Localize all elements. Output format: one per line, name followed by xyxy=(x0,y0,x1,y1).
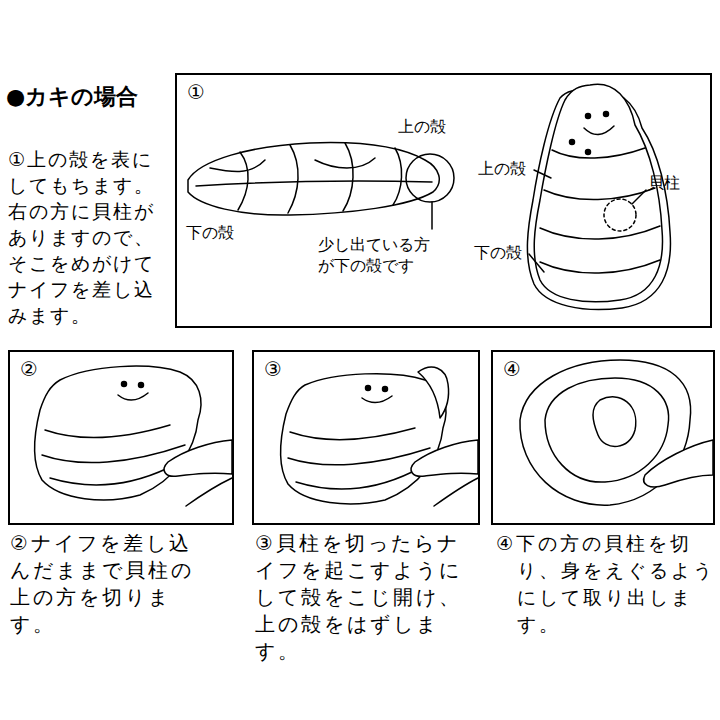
shell-inner xyxy=(545,378,669,482)
shell-ridge xyxy=(288,145,298,213)
oyster-in-hand xyxy=(35,366,232,506)
upper-shell-outline xyxy=(534,84,662,302)
hand xyxy=(644,440,713,487)
oyster-opening xyxy=(281,367,478,506)
shell-ridge xyxy=(343,143,353,211)
face-eye xyxy=(366,386,371,391)
leader-line xyxy=(431,202,433,229)
hand xyxy=(186,478,232,506)
oyster-meat xyxy=(593,397,636,447)
shell-outline xyxy=(188,143,439,215)
instruction-text: ②ナイフを差し込んだままで貝柱の上の方を切ります。 xyxy=(10,530,204,638)
hand xyxy=(411,440,478,476)
face-eye xyxy=(122,382,127,387)
part-label: 上の殻 xyxy=(398,116,446,138)
open-oyster xyxy=(520,360,713,505)
shell-layer xyxy=(42,445,185,463)
highlight-circle xyxy=(406,154,454,202)
face-eye xyxy=(139,383,144,388)
part-label: 下の殻 xyxy=(186,222,234,244)
face-eye xyxy=(383,387,388,392)
step-panel: ① xyxy=(175,73,712,328)
face-smile xyxy=(362,396,392,403)
leader-line xyxy=(529,254,544,272)
face-smile xyxy=(118,393,148,400)
face-smile xyxy=(584,126,614,135)
note-text: 少し出ている方が下の殻です xyxy=(318,234,440,276)
instruction-text: ④下の方の貝柱を切り、身をえぐるようにして取り出します。 xyxy=(496,530,718,638)
shell-outline xyxy=(281,374,446,504)
shell-layer xyxy=(290,428,415,440)
step-panel: ④ xyxy=(491,350,715,525)
step-number: ③ xyxy=(264,358,282,380)
shell-dot xyxy=(570,140,575,145)
shell-layer xyxy=(540,260,660,273)
shell-ridge xyxy=(196,181,432,186)
lifted-shell xyxy=(418,367,449,418)
instruction-text: ①上の殻を表にしてもちます。右の方に貝柱がありますので、そこをめがけてナイフを差… xyxy=(8,146,170,328)
shell-outline xyxy=(35,366,201,500)
step-number: ④ xyxy=(503,358,521,380)
hand xyxy=(434,478,478,506)
shell-dot xyxy=(586,150,591,155)
shell-layer xyxy=(540,226,660,239)
shell-ridge xyxy=(210,160,265,172)
part-label: 下の殻 xyxy=(474,242,522,264)
shell-ridge xyxy=(393,148,402,205)
step-number: ① xyxy=(187,81,205,103)
face-eye xyxy=(604,112,609,117)
face-eye xyxy=(586,114,591,119)
top-view-oyster xyxy=(527,84,670,309)
leader-line xyxy=(632,190,646,204)
part-label: 貝柱 xyxy=(648,172,680,194)
shell-layer xyxy=(552,148,645,158)
leader-line xyxy=(534,170,551,178)
part-label: 上の殻 xyxy=(478,158,526,180)
adductor-marker xyxy=(604,199,636,231)
step-number: ② xyxy=(20,358,38,380)
shell-layer xyxy=(296,472,412,489)
step-panel: ② xyxy=(8,350,234,525)
hand xyxy=(164,440,232,476)
shell-ridge xyxy=(315,158,375,168)
side-view-oyster xyxy=(188,143,439,215)
instruction-text: ③貝柱を切ったらナイフを起こすようにして殻をこじ開け、上の殻をはずします。 xyxy=(255,530,469,665)
title: ●カキの場合 xyxy=(6,82,138,112)
shell-layer xyxy=(45,425,170,438)
shell-layer xyxy=(50,468,168,485)
step-panel: ③ xyxy=(252,350,480,525)
shell-ridge xyxy=(238,152,248,210)
shell-layer xyxy=(288,448,430,465)
